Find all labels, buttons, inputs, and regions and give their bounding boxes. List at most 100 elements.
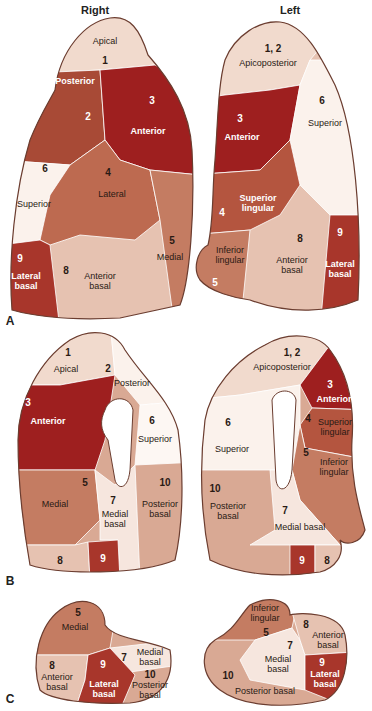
callout-number: 3 <box>149 95 155 106</box>
callout-number: 5 <box>263 627 269 638</box>
segment-label: Anterior basal <box>41 673 73 693</box>
callout-number: 8 <box>303 619 309 630</box>
segment-label: Apical <box>54 365 79 375</box>
callout-number: 3 <box>237 113 243 124</box>
callout-number: 8 <box>57 555 63 566</box>
callout-number: 8 <box>49 660 55 671</box>
segment-label: Superior <box>17 200 51 210</box>
callout-number: 4 <box>305 413 311 424</box>
callout-number: 2 <box>85 111 91 122</box>
callout-number: 5 <box>169 235 175 246</box>
segment-label: Superior <box>215 445 249 455</box>
panel-letter: B <box>6 575 15 588</box>
lung-outline <box>36 602 171 704</box>
callout-number: 3 <box>25 397 31 408</box>
callout-number: 5 <box>82 477 88 488</box>
callout-number: 7 <box>110 495 116 506</box>
segment-label: Posterior <box>55 77 95 87</box>
segment-label: Anterior basal <box>276 256 308 276</box>
callout-number: 5 <box>212 277 218 288</box>
segment-label: Superior <box>308 119 342 129</box>
callout-number: 10 <box>159 477 170 488</box>
callout-number: 8 <box>63 265 69 276</box>
callout-number: 4 <box>105 167 111 178</box>
segment-label: Lateral basal <box>89 680 119 700</box>
segment-label: Medial basal <box>265 655 292 675</box>
callout-number: 9 <box>100 553 106 564</box>
callout-number: 8 <box>297 233 303 244</box>
callout-number: 3 <box>327 379 333 390</box>
hilum <box>272 391 296 489</box>
callout-number: 6 <box>42 163 48 174</box>
panel-letter: C <box>6 693 15 706</box>
segment-label: Medial basal <box>102 510 129 530</box>
callout-number: 10 <box>144 669 155 680</box>
callout-number: 7 <box>287 640 293 651</box>
segment-label: Medial basal <box>137 648 164 668</box>
view-heading: Right <box>81 4 109 16</box>
segment-label: Inferior lingular <box>319 458 348 478</box>
callout-number: 5 <box>75 607 81 618</box>
segment-label: Medial <box>157 253 184 263</box>
callout-number: 9 <box>100 659 106 670</box>
callout-number: 6 <box>319 95 325 106</box>
callout-number: 9 <box>337 227 343 238</box>
segment-label: Inferior lingular <box>250 604 279 624</box>
lung-outline <box>202 336 365 575</box>
callout-number: 1, 2 <box>265 43 282 54</box>
callout-number: 8 <box>324 555 330 566</box>
callout-number: 6 <box>225 417 231 428</box>
segment-label: Apical <box>93 37 118 47</box>
segment-label: Anterior basal <box>84 272 116 292</box>
callout-number: 7 <box>121 652 127 663</box>
callout-number: 9 <box>17 253 23 264</box>
callout-number: 2 <box>105 363 111 374</box>
callout-number: 7 <box>282 505 288 516</box>
segment-label: Lateral basal <box>310 670 340 690</box>
segment-label: Anterior basal <box>312 631 344 651</box>
segment-label: Posterior basal <box>235 687 295 697</box>
segment-label: Anterior <box>316 395 351 405</box>
segment-label: Superior lingular <box>318 418 352 438</box>
callout-number: 1 <box>102 55 108 66</box>
callout-number: 10 <box>222 670 233 681</box>
lung-outline <box>204 600 346 705</box>
segment-label: Posterior basal <box>132 681 168 701</box>
segment-label: Lateral basal <box>325 260 355 280</box>
callout-number: 5 <box>303 447 309 458</box>
segment-label: Lateral <box>98 190 126 200</box>
segment-label: Posterior basal <box>210 502 246 522</box>
callout-number: 9 <box>299 555 305 566</box>
segment-label: Inferior lingular <box>215 246 244 266</box>
panel-letter: A <box>6 315 15 328</box>
lung-outline <box>18 333 182 572</box>
segment-label: Medial <box>62 623 89 633</box>
segment-label: Posterior <box>114 379 150 389</box>
lung-outline <box>196 22 359 310</box>
segment-label: Superior <box>138 435 172 445</box>
segment-label: Apicoposterior <box>253 363 311 373</box>
callout-number: 4 <box>219 207 225 218</box>
segment-label: Superior lingular <box>239 194 276 214</box>
segment-label: Posterior basal <box>142 500 178 520</box>
callout-number: 6 <box>149 415 155 426</box>
callout-number: 1 <box>65 347 71 358</box>
segment-label: Medial basal <box>275 523 326 533</box>
lung-outline <box>11 18 193 319</box>
segment-label: Anterior <box>130 127 165 137</box>
callout-number: 9 <box>319 657 325 668</box>
segment-label: Anterior <box>224 133 259 143</box>
callout-number: 10 <box>209 483 220 494</box>
callout-number: 1, 2 <box>284 347 301 358</box>
hilum <box>102 399 133 487</box>
segment-label: Medial <box>42 500 69 510</box>
segment-label: Anterior <box>30 417 65 427</box>
segment-label: Apicoposterior <box>239 59 297 69</box>
